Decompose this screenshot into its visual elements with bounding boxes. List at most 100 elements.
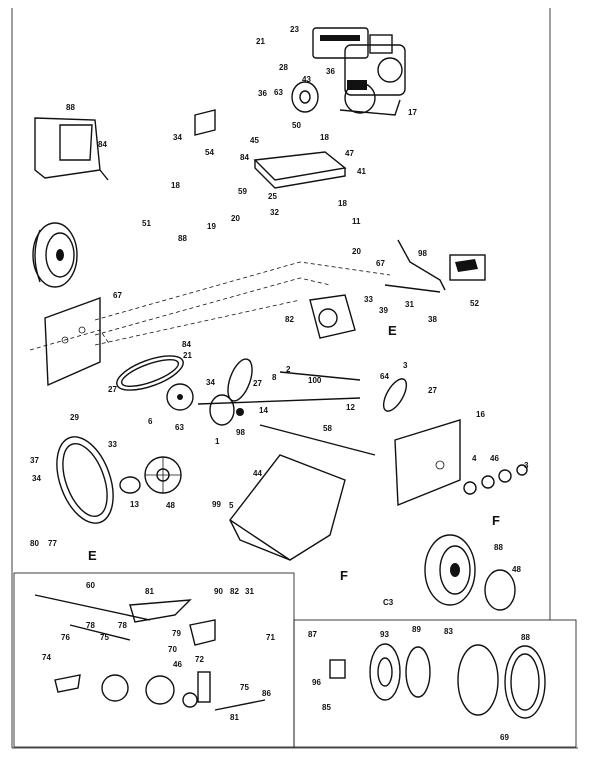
callout-label: 69 bbox=[500, 733, 509, 742]
callout-label: 18 bbox=[171, 181, 180, 190]
callout-label: 12 bbox=[346, 403, 355, 412]
callout-label: 20 bbox=[352, 247, 361, 256]
callout-label: 6 bbox=[148, 417, 153, 426]
callout-label: 2 bbox=[286, 365, 291, 374]
callout-label: 36 bbox=[326, 67, 335, 76]
callout-label: 50 bbox=[292, 121, 301, 130]
chain-100 bbox=[382, 378, 408, 412]
callout-label: 27 bbox=[428, 386, 437, 395]
callout-label: 34 bbox=[32, 474, 41, 483]
engine-pulley bbox=[291, 81, 319, 113]
right-wheel bbox=[424, 534, 516, 611]
callout-label: 88 bbox=[494, 543, 503, 552]
hub-96 bbox=[209, 394, 244, 426]
callout-label: 45 bbox=[250, 136, 259, 145]
callout-label: 63 bbox=[175, 423, 184, 432]
callout-label: 78 bbox=[86, 621, 95, 630]
callout-label: 81 bbox=[145, 587, 154, 596]
callout-label: 31 bbox=[245, 587, 254, 596]
callout-label: 29 bbox=[70, 413, 79, 422]
sprocket-6 bbox=[166, 383, 194, 411]
belt-16 bbox=[56, 436, 114, 524]
callout-label: 84 bbox=[98, 140, 107, 149]
shift-bracket bbox=[309, 294, 356, 339]
callout-label: 16 bbox=[476, 410, 485, 419]
callout-label: 4 bbox=[472, 454, 477, 463]
callout-label: 85 bbox=[322, 703, 331, 712]
callout-label: 93 bbox=[380, 630, 389, 639]
callout-label: 36 bbox=[258, 89, 267, 98]
callout-label: 84 bbox=[182, 340, 191, 349]
left-side-plate bbox=[44, 297, 101, 387]
callout-label: 3 bbox=[524, 461, 529, 470]
callout-label: 99 bbox=[212, 500, 221, 509]
callout-label: 88 bbox=[66, 103, 75, 112]
callout-label: 28 bbox=[279, 63, 288, 72]
section-label-e: E bbox=[388, 323, 397, 338]
main-axle bbox=[197, 371, 376, 456]
belt-upper bbox=[116, 355, 184, 391]
callout-label: 25 bbox=[268, 192, 277, 201]
callout-label: 1 bbox=[215, 437, 220, 446]
callout-label: 34 bbox=[206, 378, 215, 387]
callout-label: 98 bbox=[418, 249, 427, 258]
callout-label: 54 bbox=[205, 148, 214, 157]
callout-label: 20 bbox=[231, 214, 240, 223]
callout-label: 64 bbox=[380, 372, 389, 381]
section-label-e-inset: E bbox=[88, 548, 97, 563]
inset-f-parts bbox=[329, 643, 546, 719]
shift-lever bbox=[384, 239, 446, 293]
bearing-parts bbox=[463, 464, 528, 495]
callout-labels: 23 21 36 17 28 43 63 50 36 88 84 34 54 4… bbox=[30, 25, 530, 742]
callout-label: 13 bbox=[130, 500, 139, 509]
callout-label: 81 bbox=[230, 713, 239, 722]
engine-mount-plate bbox=[253, 151, 347, 189]
callout-label: 33 bbox=[364, 295, 373, 304]
callout-label: 32 bbox=[270, 208, 279, 217]
callout-label: 79 bbox=[172, 629, 181, 638]
callout-label: 11 bbox=[352, 217, 361, 226]
callout-label: 58 bbox=[323, 424, 332, 433]
callout-label: 59 bbox=[238, 187, 247, 196]
callout-label: 74 bbox=[42, 653, 51, 662]
callout-label: 8 bbox=[272, 373, 277, 382]
bottom-tray bbox=[228, 454, 346, 561]
callout-label: 83 bbox=[444, 627, 453, 636]
callout-label: 87 bbox=[308, 630, 317, 639]
callout-label: 48 bbox=[166, 501, 175, 510]
callout-label: 60 bbox=[86, 581, 95, 590]
callout-label: 46 bbox=[490, 454, 499, 463]
callout-label: 5 bbox=[229, 501, 234, 510]
callout-label: 17 bbox=[408, 108, 417, 117]
callout-label: 88 bbox=[178, 234, 187, 243]
callout-label: 48 bbox=[512, 565, 521, 574]
callout-label: 82 bbox=[285, 315, 294, 324]
callout-label: 34 bbox=[173, 133, 182, 142]
callout-label: 38 bbox=[428, 315, 437, 324]
callout-label: 89 bbox=[412, 625, 421, 634]
chain-63 bbox=[227, 358, 253, 402]
callout-label: 86 bbox=[262, 689, 271, 698]
drawing-reference: C3 bbox=[383, 598, 394, 607]
callout-label: 90 bbox=[214, 587, 223, 596]
gear-13 bbox=[144, 456, 182, 494]
callout-label: 14 bbox=[259, 406, 268, 415]
gear-unit-right bbox=[449, 254, 486, 281]
left-wheel bbox=[32, 222, 78, 288]
callout-label: 63 bbox=[274, 88, 283, 97]
callout-label: 51 bbox=[142, 219, 151, 228]
callout-label: 47 bbox=[345, 149, 354, 158]
callout-label: 18 bbox=[338, 199, 347, 208]
callout-label: 71 bbox=[266, 633, 275, 642]
right-side-plate bbox=[394, 419, 461, 507]
callout-label: 19 bbox=[207, 222, 216, 231]
callout-label: 72 bbox=[195, 655, 204, 664]
section-label-f-inset: F bbox=[340, 568, 348, 583]
callout-label: 44 bbox=[253, 469, 262, 478]
engine-assembly bbox=[312, 27, 406, 116]
callout-label: 100 bbox=[308, 376, 322, 385]
callout-label: 78 bbox=[118, 621, 127, 630]
inset-e-parts bbox=[34, 594, 266, 711]
pulley-34 bbox=[119, 476, 141, 494]
